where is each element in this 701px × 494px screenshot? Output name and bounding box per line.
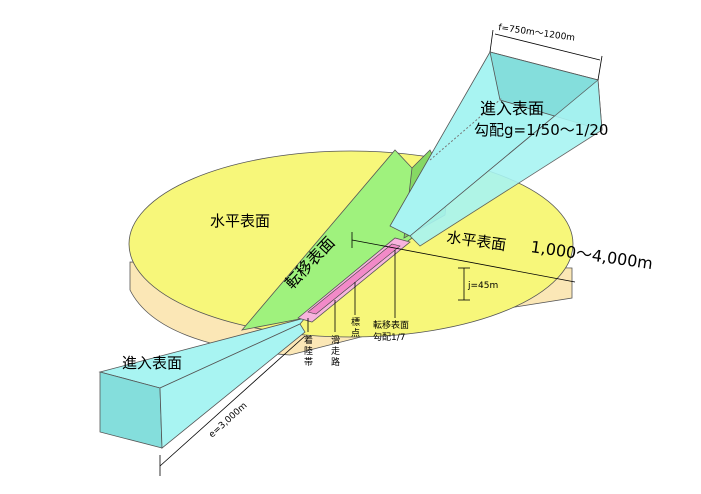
runway-label-2: 走 (331, 346, 340, 357)
runway-label-3: 路 (331, 356, 340, 368)
approach-length-label: e=3,000m (207, 401, 249, 440)
runway (307, 243, 401, 315)
runway-label-1: 滑 (331, 335, 340, 346)
landing-strip-label-2: 陸 (304, 345, 313, 357)
landing-strip-label-3: 帯 (304, 356, 313, 368)
approach-width-ext-left (489, 29, 494, 53)
transitional-gradient-label-1: 転移表面 (373, 319, 409, 331)
approach-surface-lower-side (159, 323, 306, 449)
height-label: j=45m (467, 281, 498, 291)
approach-gradient-label: 勾配g=1/50～1/20 (474, 121, 608, 139)
approach-surface-upper-label: 進入表面 (480, 99, 544, 118)
transitional-gradient-label-2: 勾配1/7 (373, 331, 406, 343)
horizontal-surface-label: 水平表面 (210, 212, 270, 230)
approach-width-line (494, 33, 601, 61)
approach-width-ext-right (597, 55, 603, 81)
landing-strip-label-1: 着 (304, 334, 313, 346)
marker-label-1: 標 (351, 316, 360, 328)
radius-line (351, 239, 576, 283)
approach-length-line (159, 335, 306, 467)
marker-label-2: 点 (351, 328, 360, 339)
approach-width-label: f=750m～1200m (498, 23, 576, 44)
approach-surface-lower-label: 進入表面 (122, 354, 182, 372)
approach-surface-upper-side (409, 79, 603, 247)
